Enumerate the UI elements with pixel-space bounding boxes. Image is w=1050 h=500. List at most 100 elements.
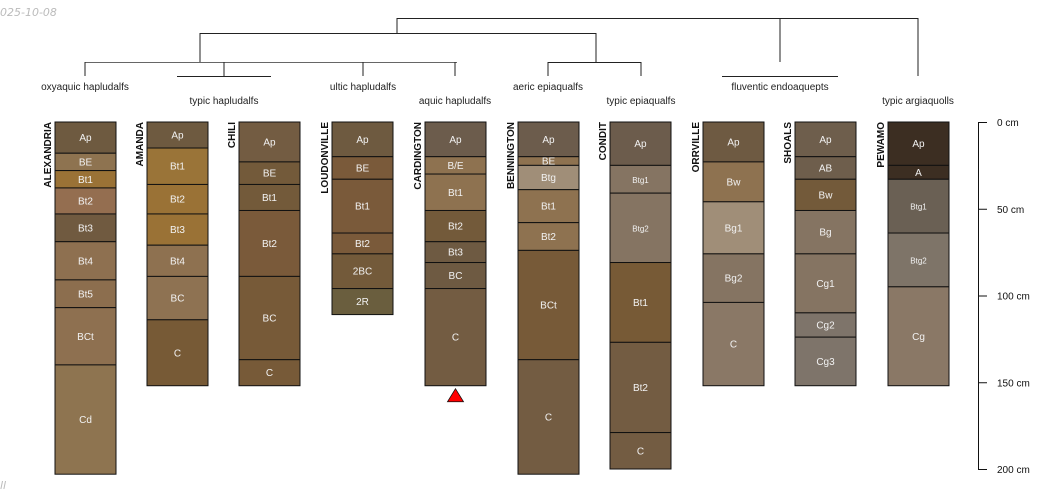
axis-tick-label: 50 cm [997, 205, 1024, 216]
horizon [424, 288, 487, 387]
horizon-label: Cg3 [816, 357, 835, 368]
taxon-label: typic hapludalfs [190, 96, 259, 107]
taxon-label: fluventic endoaquepts [731, 82, 828, 93]
horizon-label: Ap [171, 131, 184, 142]
axis-tick-label: 100 cm [997, 292, 1030, 303]
footer-stamp: ll [0, 479, 7, 492]
taxon-label: typic argiaquolls [882, 96, 954, 107]
horizon-label: Bt2 [78, 196, 93, 207]
axis-tick-label: 0 cm [997, 118, 1019, 129]
horizon [794, 121, 857, 158]
horizon-label: 2R [356, 297, 369, 308]
profile-name: ORRVILLE [691, 122, 702, 173]
horizon-label: Bg [819, 228, 831, 239]
horizon-label: C [174, 348, 181, 359]
horizon [238, 209, 301, 277]
horizon [794, 209, 857, 255]
horizon [702, 301, 765, 387]
horizon-label: Bt1 [541, 202, 556, 213]
horizon-label: C [730, 340, 737, 351]
horizon [54, 241, 117, 281]
horizon [331, 253, 394, 290]
horizon-label: Bt2 [170, 195, 185, 206]
profile-name: CHILI [227, 122, 238, 148]
horizon-label: Ap [912, 139, 925, 150]
horizon-label: Bw [727, 177, 742, 188]
horizon-label: Bt5 [78, 289, 93, 300]
horizon [517, 222, 580, 251]
horizon-label: Bt3 [170, 225, 185, 236]
horizon-label: BCt [540, 301, 557, 312]
horizon-label: 2BC [353, 267, 372, 278]
horizon-label: Bt3 [448, 248, 463, 259]
horizon-label: Btg1 [910, 203, 927, 212]
horizon [517, 189, 580, 224]
horizon [54, 213, 117, 243]
horizon [238, 183, 301, 211]
horizon-label: Ap [727, 137, 740, 148]
horizon-label: Ap [356, 135, 369, 146]
horizon-label: A [915, 168, 922, 179]
horizon [238, 121, 301, 163]
horizon [794, 312, 857, 338]
horizon-label: Bw [819, 190, 834, 201]
horizon [238, 359, 301, 387]
horizon-label: BC [263, 314, 277, 325]
horizon-label: Btg1 [632, 176, 649, 185]
horizon [517, 164, 580, 191]
horizon [702, 201, 765, 255]
horizon [146, 319, 209, 387]
date-stamp: 025-10-08 [0, 6, 57, 19]
horizon [609, 341, 672, 434]
dendrogram [84, 18, 919, 77]
horizon-label: BE [542, 157, 556, 168]
horizon [702, 161, 765, 203]
horizon-label: BC [171, 294, 185, 305]
horizon [609, 262, 672, 343]
horizon [794, 336, 857, 387]
horizon-label: Bt4 [78, 256, 93, 267]
profile-name: PEWAMO [876, 122, 887, 168]
horizon-label: AB [819, 163, 833, 174]
horizon-label: Btg [541, 173, 556, 184]
horizon [54, 279, 117, 309]
horizon [887, 232, 950, 288]
horizon-label: Cg1 [816, 279, 835, 290]
horizon-label: Btg2 [632, 224, 649, 233]
horizon-label: BE [79, 157, 93, 168]
profile-name: CONDIT [598, 122, 609, 160]
horizon-label: BE [263, 169, 277, 180]
horizon-label: Ap [449, 135, 462, 146]
horizon-label: Bg2 [725, 274, 743, 285]
horizon-label: Ap [263, 137, 276, 148]
horizon [331, 288, 394, 316]
horizon-label: Ap [634, 139, 647, 150]
axis-tick-label: 150 cm [997, 378, 1030, 389]
taxon-label: aeric epiaqualfs [513, 82, 583, 93]
horizon [424, 173, 487, 211]
horizon-label: Bt1 [170, 162, 185, 173]
horizon [331, 178, 394, 234]
horizon-label: Bg1 [725, 223, 743, 234]
horizon [887, 286, 950, 387]
horizon [331, 121, 394, 158]
horizon-label: Bt2 [355, 239, 370, 250]
horizon-label: B/E [447, 161, 463, 172]
horizon-label: Bt2 [633, 383, 648, 394]
profile-name: BENNINGTON [506, 122, 517, 189]
horizon-label: C [637, 446, 644, 457]
horizon-label: Ap [79, 133, 92, 144]
horizon-label: Bt2 [262, 239, 277, 250]
horizon-label: Bt4 [170, 256, 185, 267]
horizon-label: Ap [542, 135, 555, 146]
horizon [54, 364, 117, 475]
horizon [887, 178, 950, 234]
